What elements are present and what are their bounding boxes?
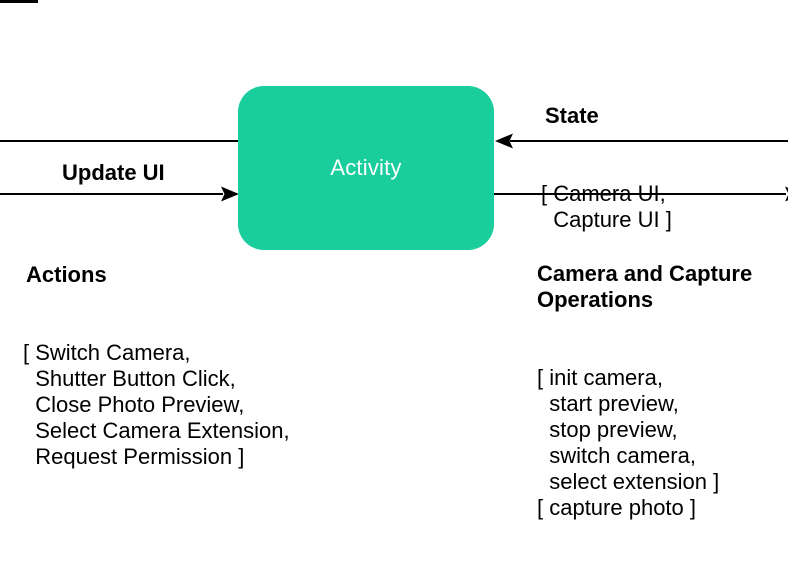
diagram-wires xyxy=(0,0,788,202)
state-title: State xyxy=(545,103,599,128)
state-items: [ Camera UI, Capture UI ] xyxy=(541,181,672,232)
diagram-canvas: Activity Update UI Actions [ Switch Came… xyxy=(0,0,788,520)
state-label-block: State [ Camera UI, Capture UI ] xyxy=(541,51,672,285)
actions-arrowhead-icon xyxy=(221,186,239,202)
activity-node-label: Activity xyxy=(330,155,402,180)
state-arrowhead-icon xyxy=(495,133,513,149)
update-ui-label-block: Update UI xyxy=(62,108,165,238)
camera-ops-label-block: Camera and Capture Operations [ init cam… xyxy=(537,209,752,573)
update-ui-title: Update UI xyxy=(62,160,165,185)
actions-label-block: Actions [ Switch Camera, Shutter Button … xyxy=(23,210,290,522)
camera-ops-items: [ init camera, start preview, stop previ… xyxy=(537,365,720,520)
activity-node: Activity xyxy=(238,86,494,250)
camera-ops-title: Camera and Capture Operations xyxy=(537,261,753,312)
actions-title: Actions xyxy=(26,262,107,287)
actions-items: [ Switch Camera, Shutter Button Click, C… xyxy=(23,340,290,469)
top-left-crop-artifact xyxy=(0,0,38,3)
camera-ops-arrowhead-clipped-icon xyxy=(785,186,788,202)
